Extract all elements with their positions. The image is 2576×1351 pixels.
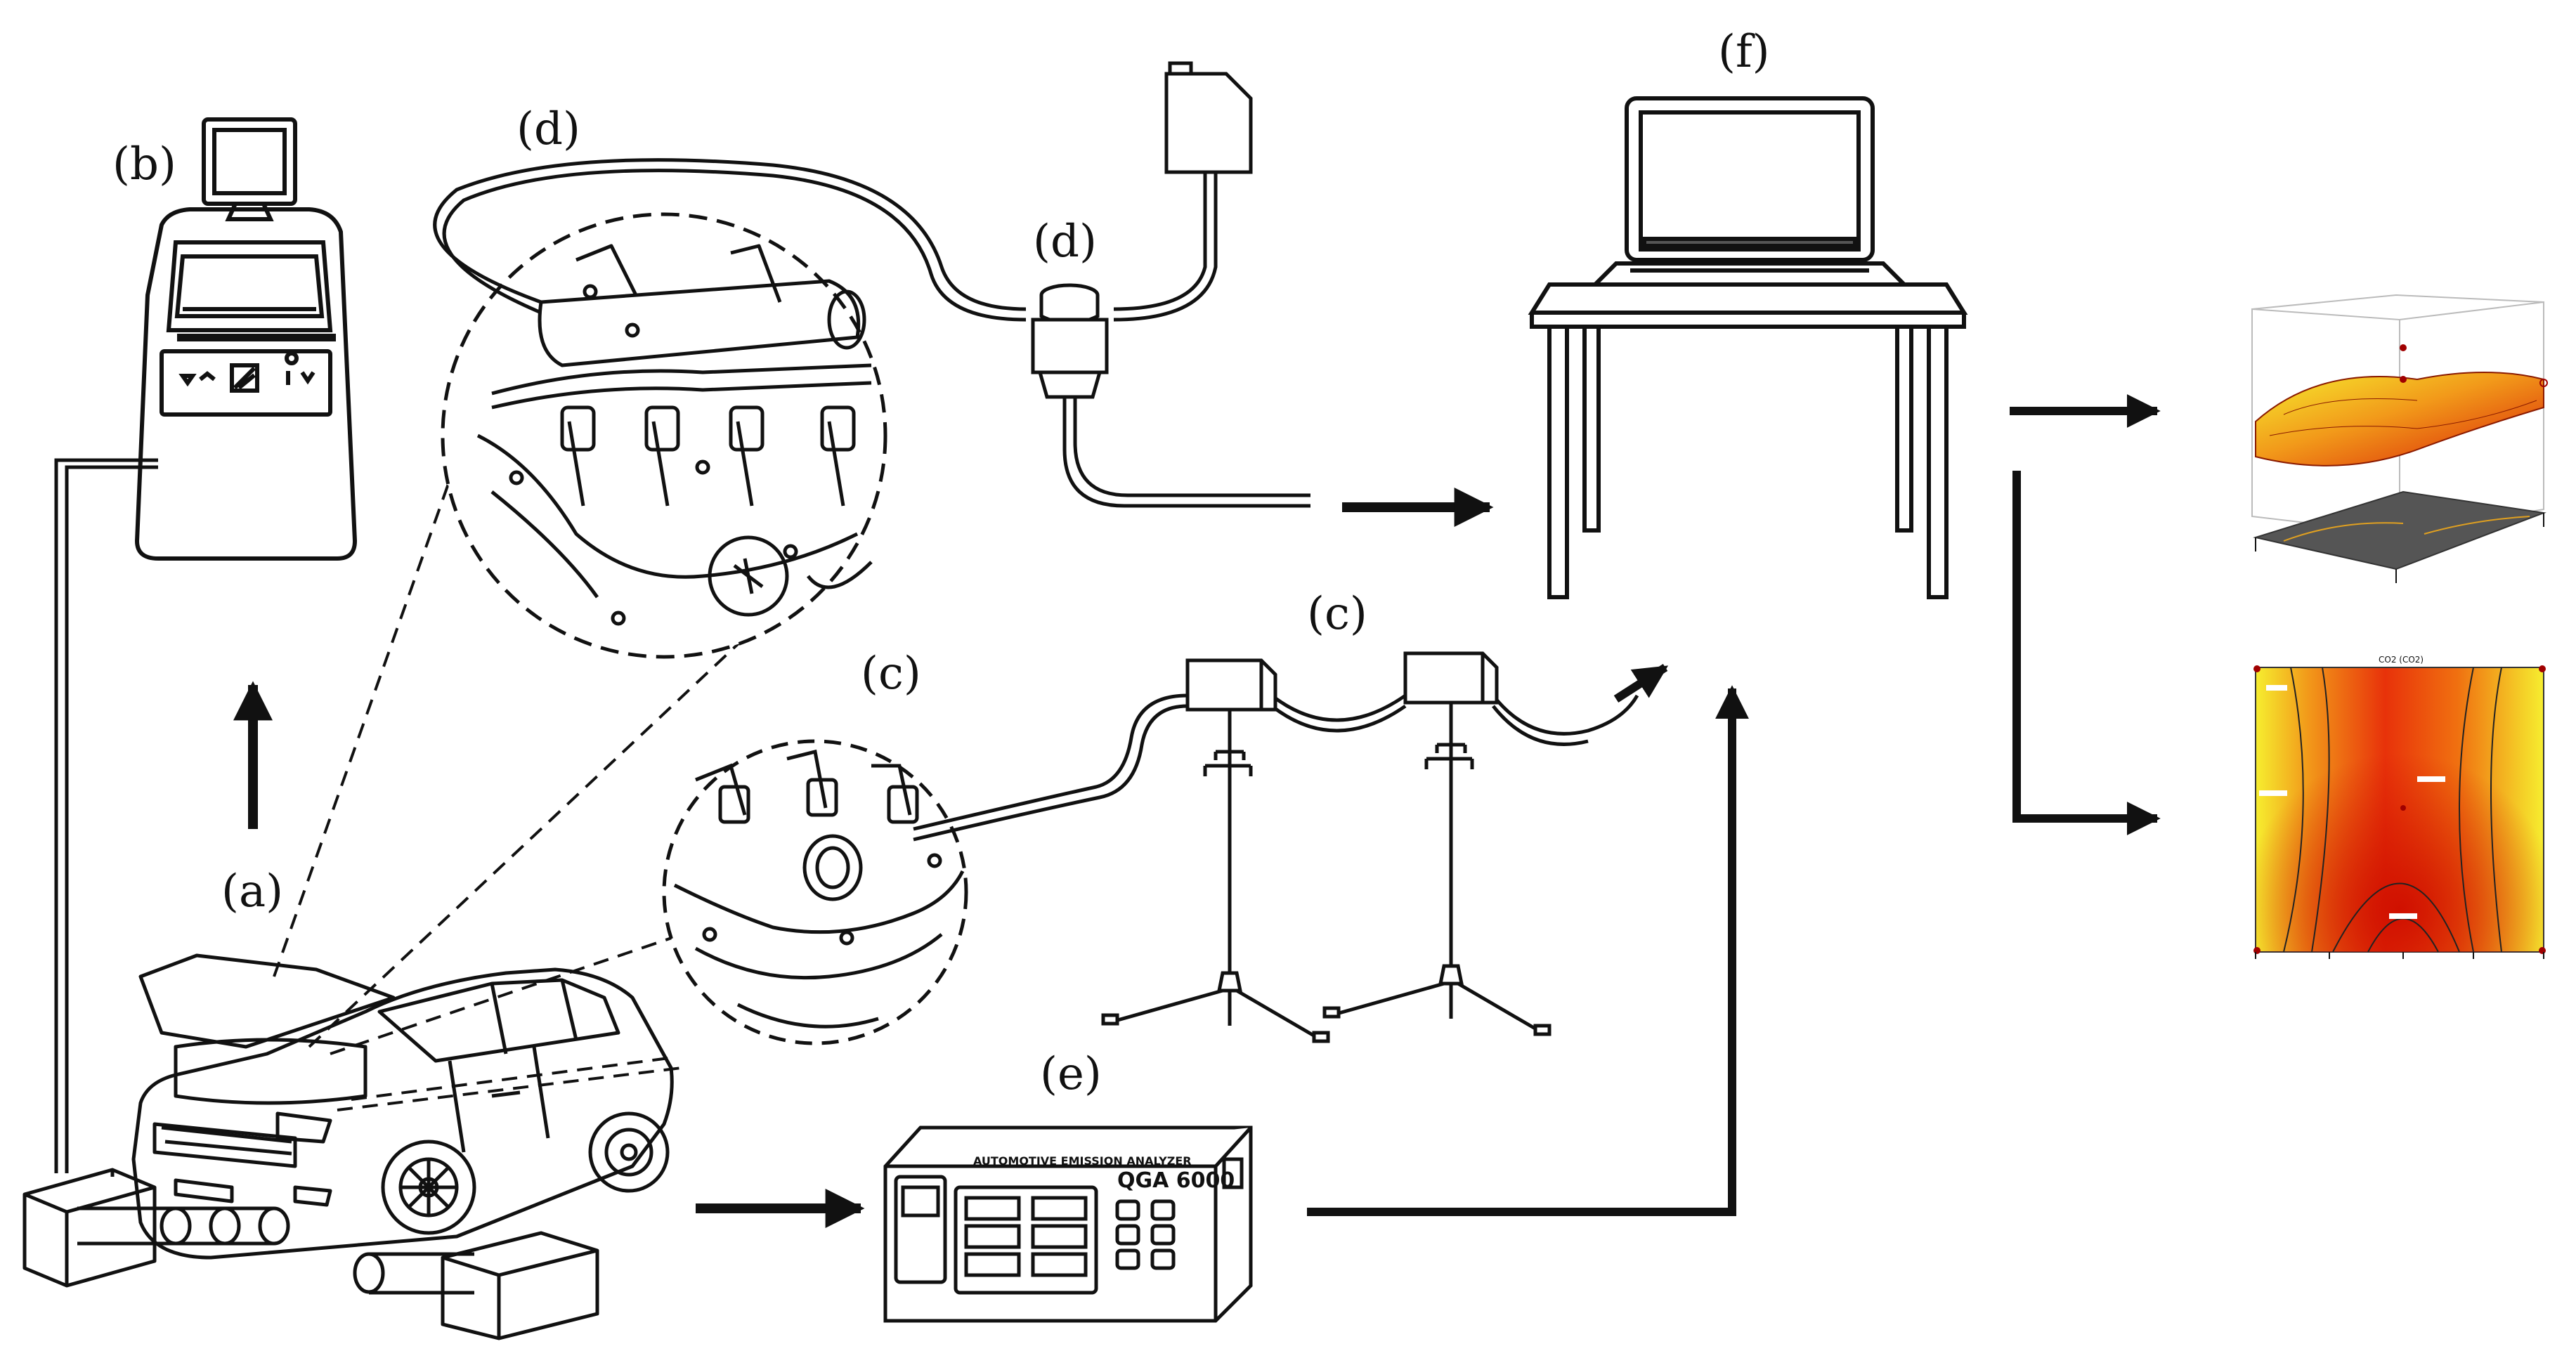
contour-title: CO2 (CO2) — [2379, 655, 2424, 665]
label-b: (b) — [112, 138, 176, 190]
response-surface-plot — [2251, 294, 2548, 583]
fuel-tank — [1164, 61, 1253, 174]
cabinet-panel — [160, 349, 332, 417]
table — [1528, 282, 1968, 329]
label-d-filter: (d) — [1033, 216, 1097, 268]
contour-plot — [2253, 665, 2546, 959]
fuel-line — [433, 158, 1310, 508]
condenser-2 — [1322, 651, 1552, 1036]
surface-mesh — [2255, 372, 2544, 466]
zoom-lines — [273, 400, 774, 1111]
dyno-block-right — [441, 1231, 599, 1340]
label-d-zoom: (d) — [516, 103, 580, 155]
emission-analyzer — [883, 1125, 1253, 1323]
label-c-zoom: (c) — [861, 648, 921, 700]
arrow-laptop-to-contour — [2012, 471, 2161, 835]
car-front-wheel — [381, 1140, 476, 1235]
laptop-on-table — [1528, 96, 1968, 599]
arrow-analyzer-to-laptop — [1307, 685, 1749, 1216]
analyzer-brand: AUTOMOTIVE EMISSION ANALYZER — [973, 1154, 1192, 1168]
cabinet-logo-icon — [230, 363, 259, 393]
label-a: (a) — [221, 866, 283, 918]
label-c-tubes: (c) — [1307, 588, 1367, 640]
dyno-control-cabinet — [134, 117, 358, 561]
fuel-filter — [1031, 283, 1109, 399]
condenser-1 — [1101, 658, 1330, 1043]
label-e: (e) — [1040, 1048, 1102, 1100]
label-f: (f) — [1718, 26, 1770, 78]
dyno-block-left — [22, 1168, 157, 1288]
analyzer-model: QGA 6000 — [1117, 1168, 1235, 1193]
car-rear-wheel — [588, 1111, 670, 1193]
exhaust-sample-line — [913, 693, 1639, 842]
arrow-gas-to-laptop — [1613, 663, 1669, 703]
zoom-circle-injectors — [441, 212, 887, 659]
car-body — [131, 967, 674, 1260]
zoom-circle-exhaust — [662, 739, 968, 1045]
car-on-dynamometer — [22, 953, 674, 1340]
dyno-cable — [54, 458, 158, 1173]
surface-contour-base — [2253, 490, 2546, 570]
cabinet-body — [134, 207, 358, 561]
car-hood — [138, 953, 396, 1049]
